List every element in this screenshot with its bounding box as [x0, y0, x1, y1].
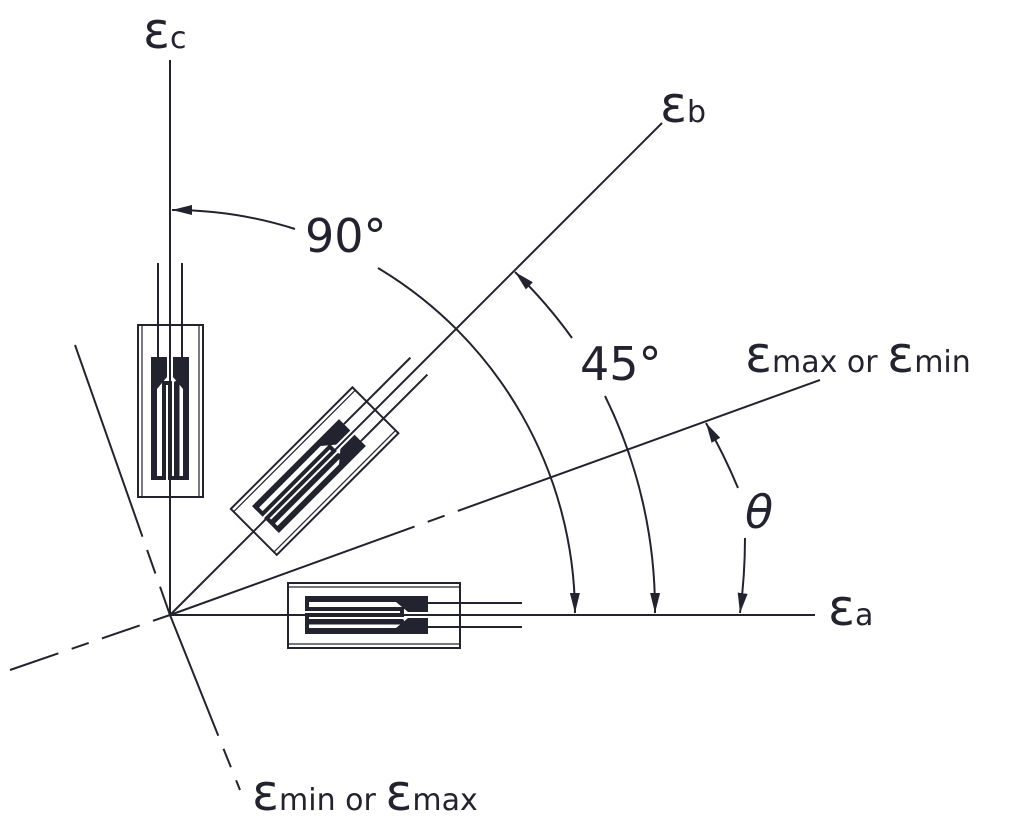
label-eps-b: εb — [660, 76, 706, 134]
axis-b — [169, 122, 663, 616]
angle-arc-90 — [171, 204, 580, 614]
label-eps-c: εc — [143, 2, 187, 60]
angle-arc-45 — [514, 271, 661, 614]
label-principal-min-or-max: εmin or εmax — [252, 764, 478, 822]
label-principal-max-or-min: εmax or εmin — [745, 326, 971, 384]
label-angle-90: 90° — [305, 209, 387, 263]
angle-arc-theta — [705, 422, 748, 614]
principal-axis-1 — [9, 379, 821, 671]
label-eps-a: εa — [828, 579, 873, 637]
label-angle-theta: θ — [745, 485, 773, 539]
label-angle-45: 45° — [580, 337, 662, 391]
principal-axis-2 — [74, 344, 241, 791]
